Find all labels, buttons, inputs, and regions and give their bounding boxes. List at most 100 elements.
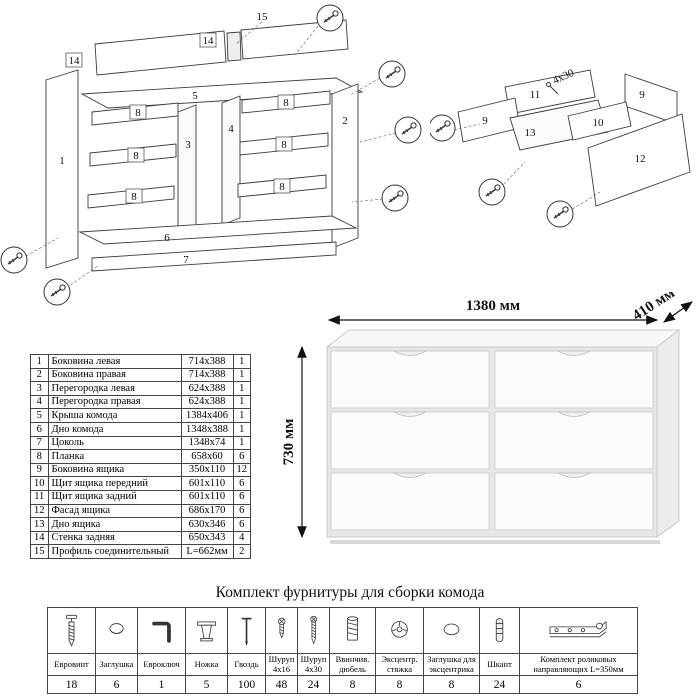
depth-dimension-label: 410 мм [630, 292, 678, 324]
hardware-detail-callout [378, 60, 406, 88]
part-callout-7: 7 [183, 254, 189, 266]
hardware-item-label: Эксцентр. стяжка [375, 653, 424, 676]
parts-row-name: Боковина правая [47, 367, 182, 383]
svg-text:3: 3 [185, 139, 191, 151]
hardware-icons-row [47, 607, 638, 654]
parts-row-size: 601x110 [180, 489, 234, 505]
dowel-insert-icon [329, 607, 376, 654]
svg-text:7: 7 [183, 254, 189, 266]
part-callout-8: 8 [129, 104, 147, 120]
parts-row-size: 624x388 [180, 394, 234, 410]
parts-row-name: Стенка задняя [47, 530, 182, 546]
part-callout-3: 3 [185, 139, 191, 151]
svg-text:4: 4 [228, 123, 234, 135]
dresser-side [656, 328, 680, 538]
hardware-item-qty: 8 [423, 675, 480, 694]
part-callout-15: 15 [257, 11, 269, 23]
part-callout-6: 6 [164, 232, 170, 244]
part-callout-13: 13 [525, 127, 537, 139]
hardware-detail-callout [43, 278, 71, 306]
euro-screw-icon [47, 607, 96, 654]
svg-text:8: 8 [279, 181, 285, 193]
screw-short-icon [265, 607, 298, 654]
parts-row-number: 8 [30, 449, 49, 464]
parts-row-qty: 1 [232, 435, 251, 451]
parts-row-size: 650x343 [180, 530, 234, 546]
svg-text:14: 14 [203, 35, 215, 47]
leg-icon [185, 607, 228, 654]
parts-row-size: 714x388 [180, 354, 234, 369]
hardware-item-qty: 18 [47, 675, 96, 694]
parts-row-name: Перегородка левая [47, 381, 182, 396]
left-side-panel [45, 69, 79, 269]
dimension-lines [297, 301, 693, 539]
svg-text:8: 8 [135, 107, 141, 119]
parts-row-qty: 6 [232, 503, 251, 519]
part-callout-8: 8 [273, 178, 291, 194]
part-callout-14: 14 [65, 52, 83, 68]
carcass-parts [45, 19, 364, 272]
part-callout-1: 1 [59, 155, 65, 167]
parts-row-name: Дно комода [47, 421, 182, 437]
parts-row-number: 3 [30, 381, 49, 396]
parts-row-number: 13 [30, 517, 49, 532]
hardware-item-qty: 48 [265, 675, 298, 694]
hardware-item-label: Шуруп 4x30 [297, 653, 330, 676]
parts-row-name: Крыша комода [47, 408, 182, 423]
hardware-item-qty: 6 [519, 675, 638, 694]
svg-text:6: 6 [164, 232, 170, 244]
nail-icon [227, 607, 266, 654]
drawer-slide-icon [519, 607, 638, 654]
dresser-drawers [330, 350, 654, 531]
drawer-facade [587, 113, 691, 207]
parts-row-number: 14 [30, 530, 49, 546]
svg-text:15: 15 [257, 11, 269, 23]
part-callout-9: 9 [482, 115, 488, 127]
part-callout-8: 8 [125, 188, 143, 204]
partition-left [177, 104, 197, 236]
hardware-item-label: Евроключ [137, 653, 186, 676]
parts-row-size: 658x60 [180, 449, 234, 464]
parts-row-size: 714x388 [180, 367, 234, 383]
parts-row-size: L=662мм [180, 544, 234, 559]
hardware-item-label: Шуруп 4x16 [265, 653, 298, 676]
svg-text:8: 8 [133, 150, 139, 162]
top-panel [80, 77, 364, 109]
parts-row-name: Щит ящика задний [47, 489, 182, 505]
hardware-item-label: Евровинт [47, 653, 96, 676]
parts-row-size: 624x388 [180, 381, 234, 396]
drawer-parts [457, 69, 691, 207]
hardware-item-label: Ввинчив. дюбель [329, 653, 376, 676]
hardware-item-qty: 8 [329, 675, 376, 694]
leader-lines [453, 123, 601, 213]
hardware-detail-callout [381, 184, 409, 212]
screw-icon [546, 82, 559, 95]
parts-row-number: 12 [30, 503, 49, 519]
parts-row-name: Дно ящика [47, 517, 182, 532]
svg-text:12: 12 [635, 153, 646, 165]
parts-row-size: 1384x406 [180, 408, 234, 423]
parts-row-name: Перегородка правая [47, 394, 182, 410]
parts-row-number: 15 [30, 544, 49, 559]
parts-row-name: Цоколь [47, 435, 182, 451]
svg-text:13: 13 [525, 127, 537, 139]
hardware-detail-callout [316, 4, 344, 32]
parts-row-size: 350x110 [180, 462, 234, 478]
parts-row-qty: 1 [232, 354, 251, 369]
svg-text:1: 1 [59, 155, 65, 167]
hardware-item-label: Ножка [185, 653, 228, 676]
hardware-item-label: Заглушка для эксцентрика [423, 653, 480, 676]
hardware-item-qty: 100 [227, 675, 266, 694]
part-callout-2: 2 [342, 115, 348, 127]
